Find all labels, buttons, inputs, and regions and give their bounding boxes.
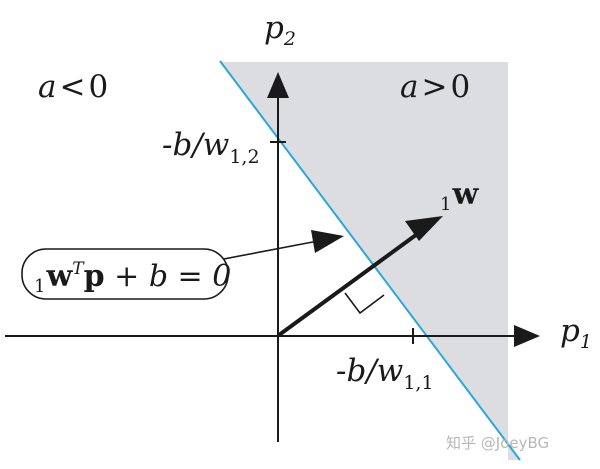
weight-vector bbox=[277, 230, 422, 337]
boundary-equation-text: 1wTp + b = 0 bbox=[34, 259, 231, 297]
x-axis-label: p1 bbox=[560, 313, 592, 353]
negative-region-label: a<0 bbox=[38, 69, 108, 105]
equation-pointer-arrow bbox=[207, 240, 319, 263]
decision-boundary-line bbox=[219, 60, 521, 461]
equation-pointer-arrowhead bbox=[311, 230, 344, 253]
y-axis-label: p2 bbox=[264, 10, 296, 50]
positive-region-label: a>0 bbox=[400, 69, 470, 105]
right-angle-marker bbox=[344, 292, 385, 315]
x-axis-arrowhead bbox=[514, 325, 540, 347]
y-intercept-label: -b/w1,2 bbox=[162, 127, 260, 168]
x-intercept-label: -b/w1,1 bbox=[336, 353, 434, 394]
weight-vector-arrowhead bbox=[405, 216, 443, 241]
y-axis-arrowhead bbox=[267, 72, 289, 98]
watermark-text: 知乎 @JoeyBG bbox=[446, 434, 549, 452]
boundary-equation-box bbox=[21, 248, 229, 300]
weight-vector-label: 1w bbox=[440, 177, 479, 215]
